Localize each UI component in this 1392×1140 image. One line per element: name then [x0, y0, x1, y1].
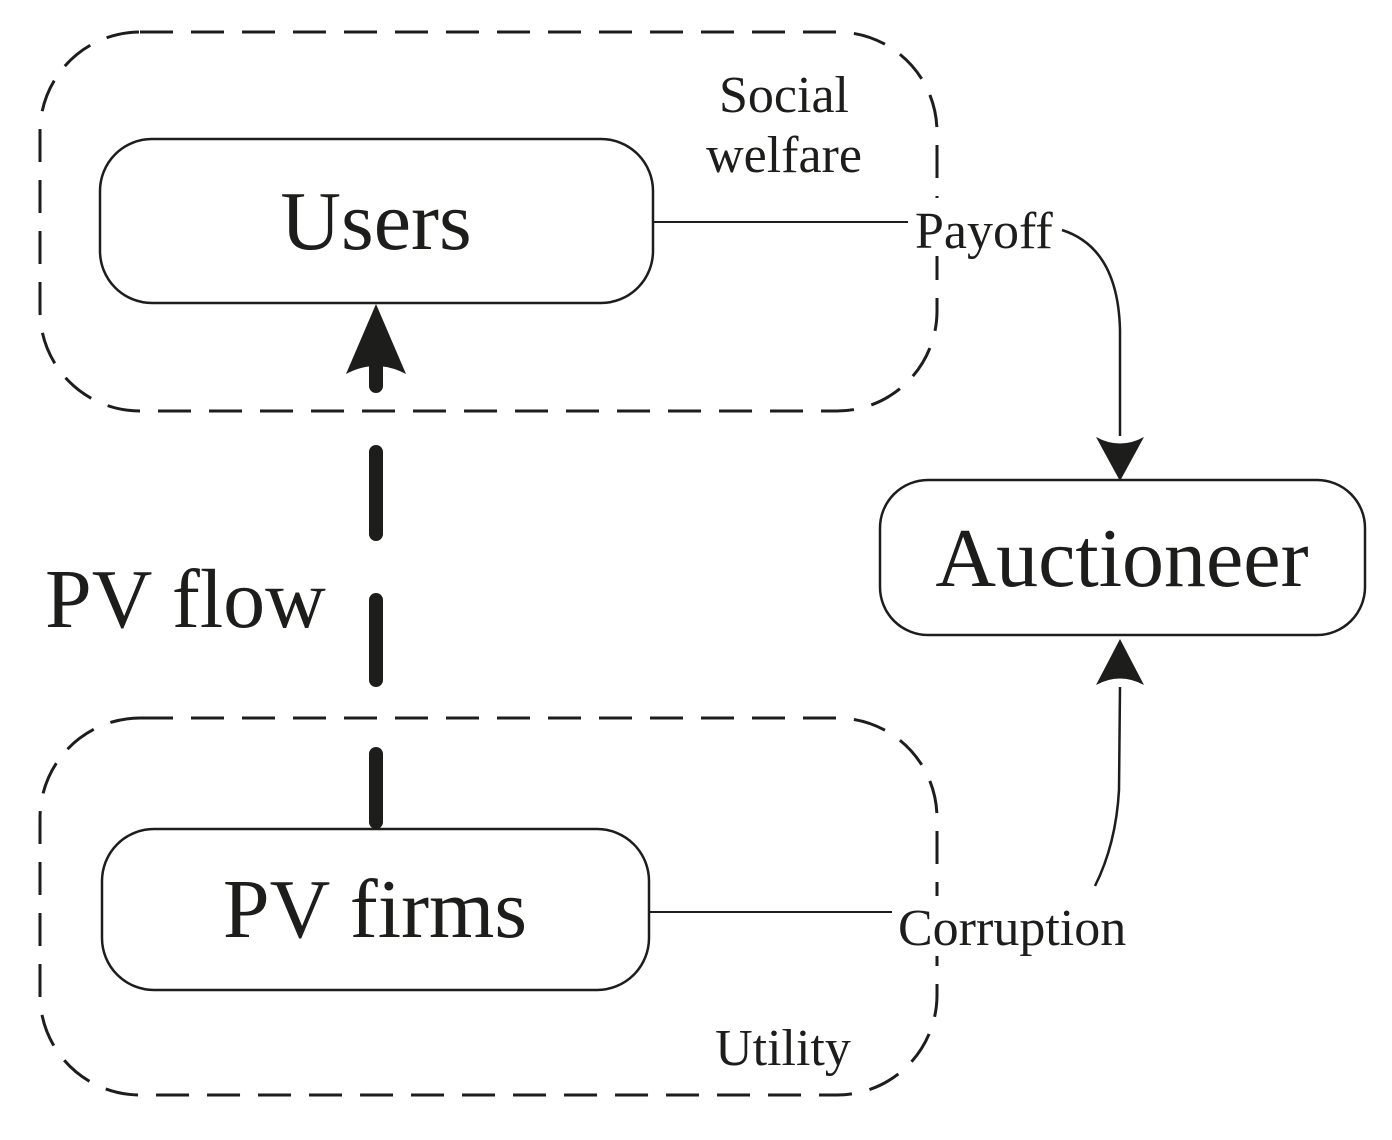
payoff-label-backing	[908, 198, 1066, 256]
pv-firms-node-label: PV firms	[223, 863, 527, 956]
corruption-label: Corruption	[898, 900, 1126, 957]
auctioneer-node-label: Auctioneer	[935, 512, 1308, 605]
users-node-label: Users	[280, 175, 471, 268]
social-welfare-label-line2: welfare	[706, 127, 862, 184]
pv-flow-arrowhead-icon	[346, 304, 406, 374]
corruption-label-backing	[892, 896, 1124, 956]
pv-flow-label: PV flow	[45, 553, 326, 646]
arrowhead-up-icon	[1096, 639, 1144, 685]
social-welfare-label-line1: Social	[719, 67, 849, 124]
corruption-to-auctioneer-curve	[1093, 686, 1122, 887]
pv-firms-node-box	[100, 827, 651, 992]
payoff-to-auctioneer-curve	[1061, 228, 1122, 436]
payoff-label: Payoff	[915, 203, 1053, 260]
utility-label: Utility	[715, 1020, 851, 1077]
arrowhead-down-icon	[1096, 437, 1144, 481]
auctioneer-node-box	[878, 478, 1367, 637]
